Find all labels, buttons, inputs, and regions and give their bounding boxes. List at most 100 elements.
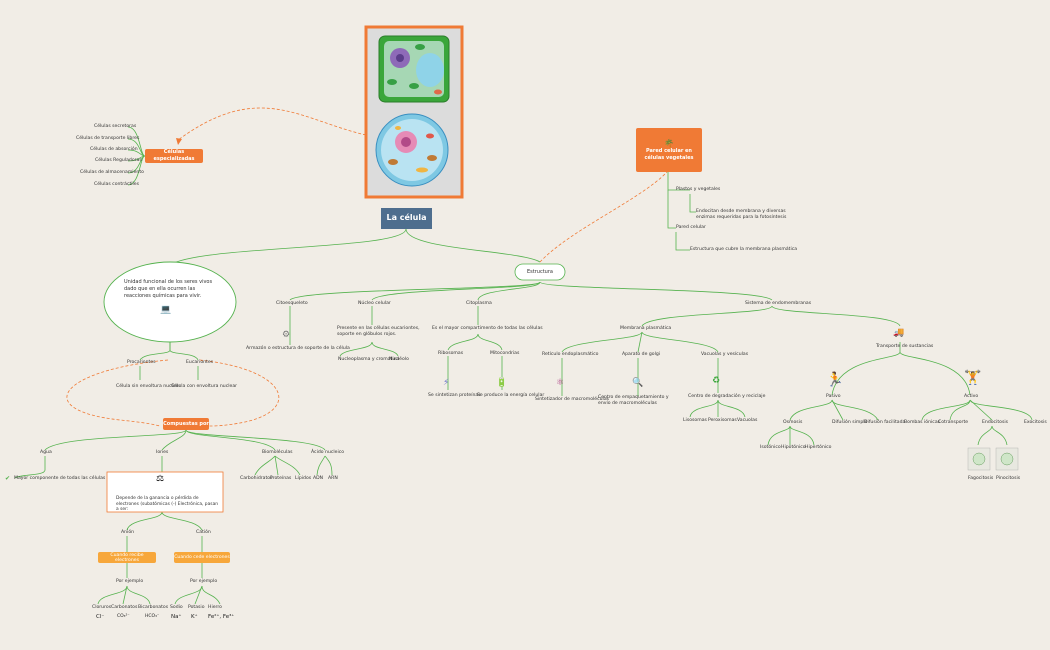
osmosis-item[interactable]: Isotónico	[760, 445, 781, 450]
golgi-note[interactable]: Centro de empaquetamiento y envío de mac…	[598, 395, 669, 406]
biomolecule-item[interactable]: Proteínas	[270, 476, 292, 481]
cation-item[interactable]: Sodio	[170, 605, 183, 610]
plant-wall-title: Pared celular en células vegetales	[644, 147, 694, 161]
type-eucariontes-desc[interactable]: Célula con envoltura nuclear	[171, 384, 238, 389]
structure-citoplasma[interactable]: Citoplasma	[466, 301, 492, 306]
nucleic-item[interactable]: ARN	[328, 476, 338, 481]
active-item[interactable]: Exocitosis	[1024, 420, 1047, 425]
central-title[interactable]: La célula	[386, 213, 427, 222]
cytoplasm-part[interactable]: Ribosomas	[438, 351, 464, 356]
wall-note[interactable]: Estructura que cubre la membrana plasmát…	[690, 247, 798, 252]
anion-example[interactable]: Por ejemplo	[116, 579, 144, 584]
plant-wall-node[interactable]: 🌴 Pared celular en células vegetales	[636, 128, 702, 172]
cyto-note[interactable]: Armazón o estructura de soporte de la cé…	[246, 346, 350, 351]
type-procariontes-desc[interactable]: Célula sin envoltura nuclear	[116, 384, 181, 389]
composition-biomolecules[interactable]: Biomoléculas	[262, 450, 293, 455]
vac-note[interactable]: Centro de degradación y reciclaje	[688, 394, 766, 399]
cytoplasm-part[interactable]: Mitocondrias	[490, 351, 520, 356]
membrane-part[interactable]: Aparato de golgi	[622, 352, 661, 357]
anion-item[interactable]: Bicarbonatos	[138, 605, 169, 610]
nucleus-part[interactable]: Nucleoplasma y cromatina	[338, 357, 400, 362]
cation-example[interactable]: Por ejemplo	[190, 579, 218, 584]
composition-agua[interactable]: Agua	[40, 450, 52, 455]
plastos-note[interactable]: Endocitan desde membrana y diversas enzi…	[696, 209, 787, 220]
transport-pasivo[interactable]: Pasivo	[826, 394, 841, 399]
passive-item[interactable]: Osmosis	[783, 420, 803, 425]
active-item[interactable]: Endocitosis	[982, 420, 1009, 425]
structure-endomembranas[interactable]: Sistema de endomembranas	[745, 301, 812, 306]
ribosome-note[interactable]: Se sintetizan proteínas	[428, 393, 481, 398]
battery-icon: 🔋	[496, 378, 508, 388]
anion-item[interactable]: Cloruros	[92, 605, 112, 610]
endocytosis-item[interactable]: Pinocitosis	[996, 476, 1021, 481]
ion-type-anion[interactable]: Anión	[121, 530, 135, 535]
specialized-item[interactable]: Células secretoras	[94, 124, 137, 129]
cation-item[interactable]: Potasio	[188, 605, 205, 610]
cation-formula: Na⁺	[171, 614, 182, 620]
anion-formula: CO₃²⁻	[117, 614, 130, 619]
specialized-cells-node[interactable]: Células especializadas	[145, 149, 203, 163]
cation-label[interactable]: Cuando cede electrones	[174, 552, 230, 563]
truck-icon: 🚚	[893, 328, 905, 338]
active-item[interactable]: Bombas iónicas	[904, 420, 941, 425]
passive-item[interactable]: Difusión simple	[832, 420, 868, 425]
er-note[interactable]: Sintetizador de macromoléculas	[535, 397, 610, 402]
check-icon: ✔	[5, 475, 11, 482]
endocytosis-item[interactable]: Fagocitosis	[968, 476, 994, 481]
plant-item[interactable]: Plastos y vegetales	[676, 187, 721, 192]
type-eucariontes[interactable]: Eucariontes	[186, 360, 214, 365]
cation-item[interactable]: Hierro	[208, 605, 222, 610]
recycle-icon: ♻	[712, 376, 721, 386]
cation-formula: Fe²⁺, Fe³⁺	[208, 614, 235, 620]
specialized-item[interactable]: Células de transporte libres	[76, 136, 140, 141]
plant-item[interactable]: Pared celular	[676, 225, 706, 230]
membrane-part[interactable]: Retículo endoplasmático	[542, 352, 599, 357]
gear-icon: ⚙	[282, 330, 291, 340]
biomolecule-item[interactable]: Carbohidratos	[240, 476, 273, 481]
structure-node[interactable]: Estructura	[527, 269, 553, 275]
specialized-item[interactable]: Células de almacenamiento	[80, 170, 144, 175]
mito-note[interactable]: Se produce la energía celular	[477, 393, 545, 398]
anion-label[interactable]: Cuando recibe electrones	[98, 552, 156, 563]
vac-part[interactable]: Vacuolas	[737, 418, 758, 423]
palm-icon: 🌴	[664, 138, 674, 148]
composition-iones[interactable]: Iones	[156, 450, 169, 455]
ion-type-cation[interactable]: Catión	[196, 530, 211, 535]
nucleic-item[interactable]: ADN	[313, 476, 324, 481]
vac-part[interactable]: Peroxisomas	[708, 418, 737, 423]
ion-note[interactable]: Depende de la ganancia o pérdida de elec…	[116, 496, 219, 512]
active-item[interactable]: Cotransporte	[938, 420, 969, 425]
lifter-icon: 🏋	[964, 370, 982, 386]
magnifier-icon: 🔍	[632, 378, 644, 388]
specialized-item[interactable]: Células contráctiles	[94, 182, 140, 187]
cation-formula: K⁺	[191, 614, 198, 620]
nucleus-part[interactable]: Nucléolo	[389, 357, 409, 362]
anion-formula: HCO₃⁻	[145, 614, 160, 619]
specialized-item[interactable]: Células Reguladoras	[95, 158, 142, 163]
biomolecule-item[interactable]: Lípidos	[295, 476, 312, 481]
membrane-part[interactable]: Vacuolas y vesículas	[701, 352, 749, 357]
vac-part[interactable]: Lisosomas	[683, 418, 707, 423]
structure-nucleo[interactable]: Núcleo celular	[358, 301, 391, 306]
cytoplasm-note[interactable]: Es el mayor compartimento de todas las c…	[432, 326, 543, 331]
scale-icon: ⚖	[156, 474, 165, 484]
membrane-node[interactable]: Membrana plasmática	[620, 326, 672, 331]
water-note[interactable]: Mayor componente de todas las células	[14, 476, 106, 481]
nucleus-note[interactable]: Presente en las células eucariontes, sop…	[337, 326, 420, 337]
composition-node[interactable]: Compuestas por	[163, 418, 209, 430]
composition-nucleic[interactable]: Ácido nucleico	[311, 450, 345, 455]
specialized-item[interactable]: Células de absorción	[90, 147, 138, 152]
type-procariontes[interactable]: Procariontes	[127, 360, 156, 365]
osmosis-item[interactable]: Hipotónico	[781, 445, 806, 450]
transport-activo[interactable]: Activo	[964, 394, 979, 399]
structure-citoesqueleto[interactable]: Citoesqueleto	[276, 301, 308, 306]
cell-definition[interactable]: Unidad funcional de los seres vivos dado…	[124, 279, 213, 299]
bolt-icon: ⚡	[443, 378, 450, 388]
anion-item[interactable]: Carbonatos	[111, 605, 138, 610]
osmosis-item[interactable]: Hipertónico	[805, 445, 832, 450]
atom-icon: ⚛	[556, 378, 565, 388]
passive-item[interactable]: Difusión facilitada	[864, 420, 906, 425]
transport-node[interactable]: Transporte de sustancias	[876, 344, 934, 349]
runner-icon: 🏃	[826, 372, 844, 388]
